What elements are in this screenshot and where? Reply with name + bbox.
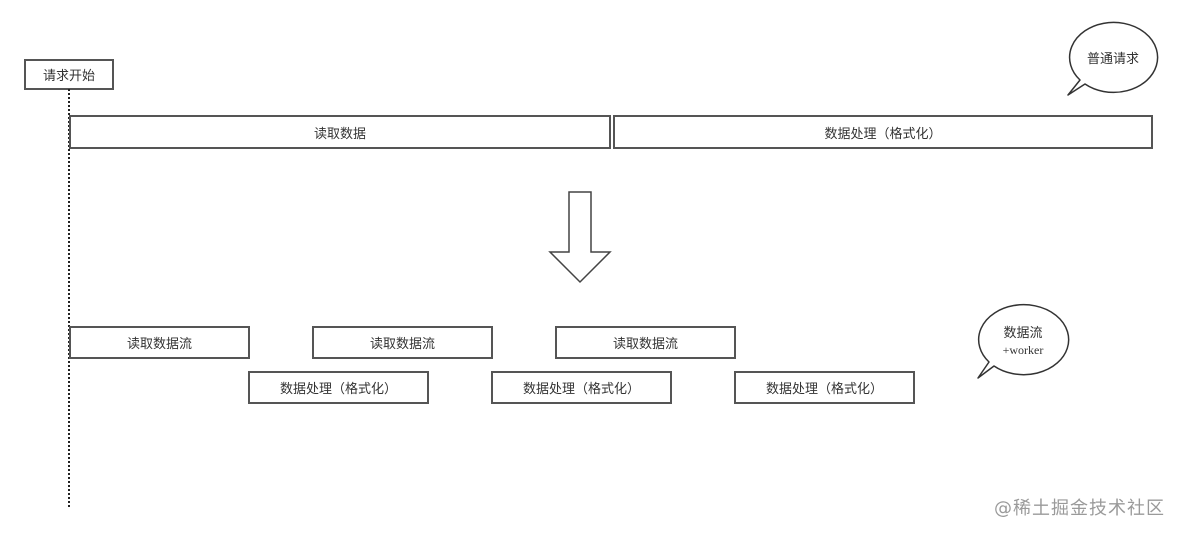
read-stream-box-2: 读取数据流 [312, 326, 493, 359]
read-stream-label-1: 读取数据流 [126, 337, 192, 352]
request-start-label: 请求开始 [42, 69, 95, 84]
process-stream-box-2: 数据处理（格式化） [491, 371, 672, 404]
process-data-box: 数据处理（格式化） [613, 115, 1153, 149]
read-stream-box-1: 读取数据流 [69, 326, 250, 359]
down-arrow [548, 191, 612, 284]
process-stream-box-3: 数据处理（格式化） [734, 371, 915, 404]
normal-request-bubble-text: 普通请求 [1070, 52, 1156, 68]
process-data-label: 数据处理（格式化） [824, 126, 942, 142]
request-start-box: 请求开始 [24, 59, 114, 90]
process-stream-label-2: 数据处理（格式化） [522, 382, 640, 397]
stream-worker-bubble-text: 数据流 +worker [978, 326, 1068, 358]
read-stream-label-2: 读取数据流 [369, 337, 435, 352]
read-stream-label-3: 读取数据流 [612, 337, 678, 352]
normal-request-bubble [1067, 21, 1159, 96]
watermark: @稀土掘金技术社区 [994, 498, 1165, 519]
stream-worker-bubble [977, 303, 1070, 379]
stream-label: 数据流 [1003, 326, 1043, 341]
process-stream-label-1: 数据处理（格式化） [279, 382, 397, 397]
process-stream-label-3: 数据处理（格式化） [765, 382, 883, 397]
timeline-dotted-line [68, 89, 70, 507]
read-stream-box-3: 读取数据流 [555, 326, 736, 359]
worker-label: +worker [1002, 343, 1044, 357]
process-stream-box-1: 数据处理（格式化） [248, 371, 429, 404]
normal-request-label: 普通请求 [1086, 52, 1139, 67]
read-data-box: 读取数据 [69, 115, 611, 149]
read-data-label: 读取数据 [313, 126, 366, 142]
